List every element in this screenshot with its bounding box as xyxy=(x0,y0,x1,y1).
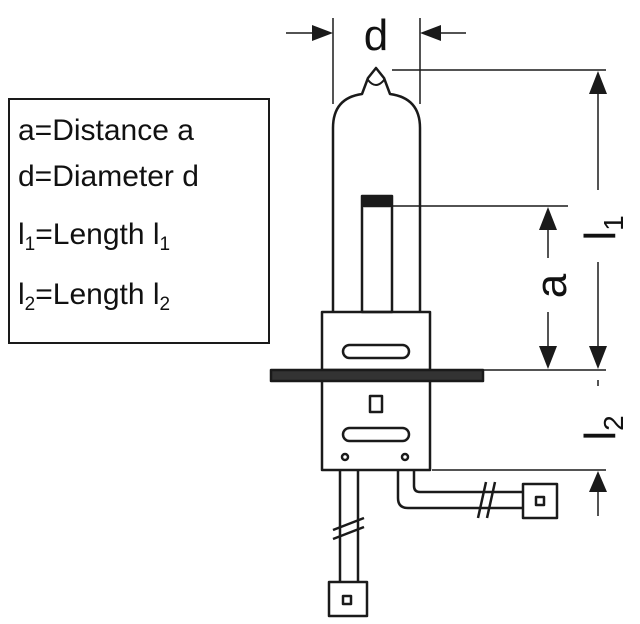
d-arrowhead-right xyxy=(420,25,441,41)
svg-text:l2: l2 xyxy=(576,415,629,440)
l2-label: l2 xyxy=(576,415,629,440)
a-label: a xyxy=(527,273,576,298)
connector-right xyxy=(521,482,559,520)
d-label: d xyxy=(364,11,388,60)
connector-bottom xyxy=(327,580,369,618)
legend-distance-a: a=Distance a xyxy=(18,114,194,147)
socket-slot-upper xyxy=(341,343,411,360)
bulb-tip xyxy=(367,79,385,86)
l1-arrowhead-top xyxy=(589,71,607,94)
a-arrowhead-top xyxy=(539,207,557,230)
filament-coil xyxy=(362,196,392,208)
legend-length-l2: l2=Length l2 xyxy=(18,278,171,315)
lead-right-a xyxy=(396,470,523,510)
socket-pin xyxy=(368,394,384,414)
break-mark-right-2 xyxy=(485,481,497,519)
socket-lower xyxy=(320,381,432,472)
svg-text:l1: l1 xyxy=(576,215,629,240)
lead-right-b xyxy=(412,470,523,494)
socket-upper xyxy=(320,310,432,372)
rivet-right xyxy=(400,452,410,462)
filament-frame xyxy=(360,194,394,314)
socket-slot-lower xyxy=(341,426,411,443)
l1-label: l1 xyxy=(576,215,629,240)
flange xyxy=(269,368,485,383)
l2-arrowhead-bottom xyxy=(589,471,607,492)
break-mark-right-1 xyxy=(476,481,488,519)
rivet-left xyxy=(340,452,350,462)
bulb-glass xyxy=(331,66,422,312)
break-mark-left-1 xyxy=(332,516,365,532)
l1-arrowhead-bottom xyxy=(589,346,607,369)
legend-box: a=Distance a d=Diameter d l1=Length l1 l… xyxy=(8,98,270,344)
d-arrowhead-left xyxy=(312,25,333,41)
legend-length-l1: l1=Length l1 xyxy=(18,218,171,255)
break-mark-left-2 xyxy=(332,525,365,541)
connector-right-hole xyxy=(534,495,546,507)
connector-bottom-hole xyxy=(341,594,353,606)
svg-text:a: a xyxy=(527,273,576,298)
legend-diameter-d: d=Diameter d xyxy=(18,160,199,193)
a-arrowhead-bottom xyxy=(539,346,557,369)
